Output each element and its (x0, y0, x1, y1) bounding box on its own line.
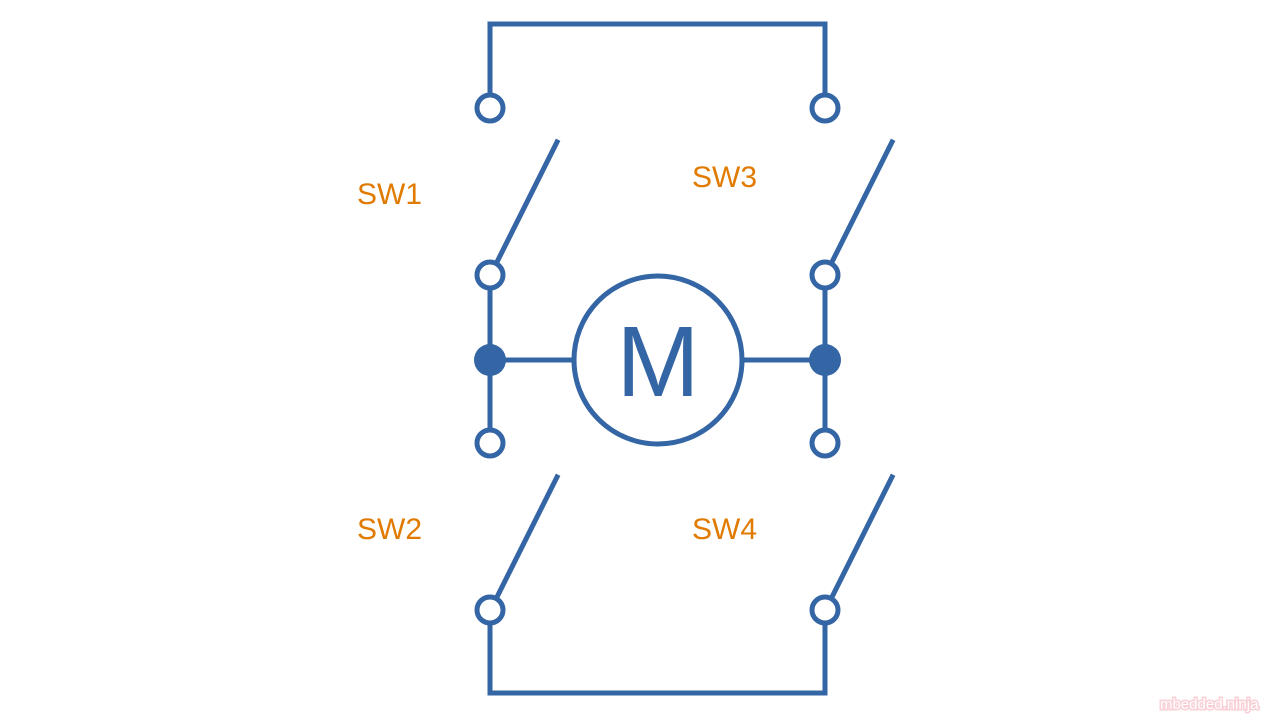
terminal (809, 427, 841, 459)
motor-label: M (616, 306, 699, 418)
junction-dot (809, 344, 841, 376)
wires (487, 21, 828, 696)
sw2-label: SW2 (357, 513, 422, 546)
terminal (474, 427, 506, 459)
terminal (809, 594, 841, 626)
motor: M (571, 273, 745, 447)
sw1-blade (493, 138, 561, 266)
sw4-label: SW4 (692, 513, 757, 546)
sw1-label: SW1 (357, 178, 422, 211)
terminal (474, 259, 506, 291)
junction-dot (474, 344, 506, 376)
switches (493, 138, 896, 601)
top-rail-wire (487, 21, 828, 98)
motor-circle (571, 273, 745, 447)
sw4-blade (828, 473, 896, 601)
terminal (474, 594, 506, 626)
sw2-blade (493, 473, 561, 601)
terminals (474, 92, 841, 626)
terminal (809, 92, 841, 124)
terminal (474, 92, 506, 124)
sw3-label: SW3 (692, 161, 757, 194)
watermark: mbedded.ninja (1160, 696, 1259, 713)
sw3-blade (828, 138, 896, 266)
bottom-rail-wire (487, 620, 828, 696)
terminal (809, 259, 841, 291)
